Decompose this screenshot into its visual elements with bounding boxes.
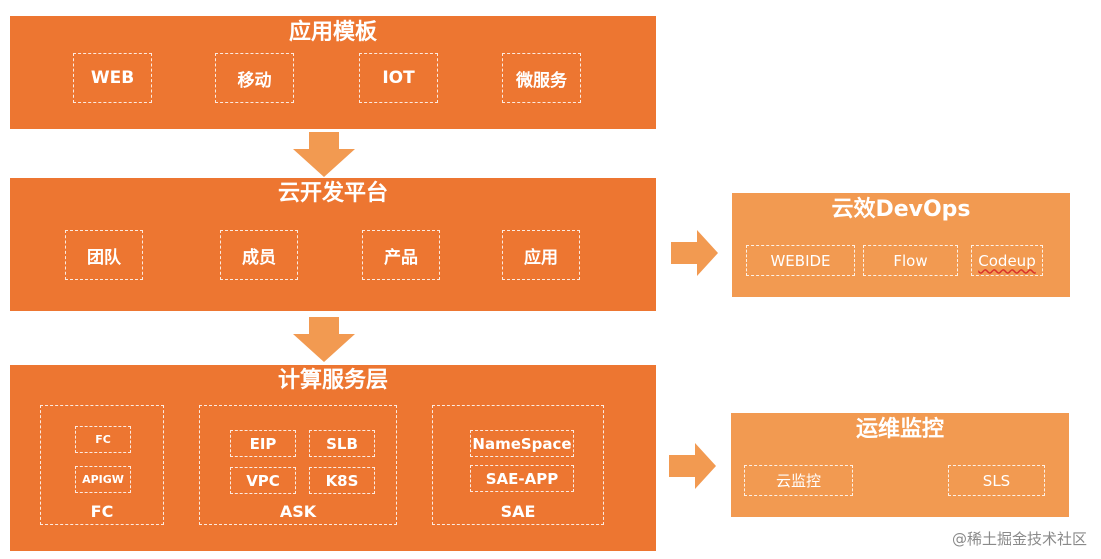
down-arrow-icon xyxy=(293,317,355,362)
devops-title: 云效DevOps xyxy=(831,197,971,222)
ops-item-cloud-monitor[interactable]: 云监控 xyxy=(744,465,853,496)
codeup-label: Codeup xyxy=(978,251,1036,270)
template-item-iot[interactable]: IOT xyxy=(359,53,438,103)
watermark: @稀土掘金技术社区 xyxy=(951,530,1087,548)
devops-item-codeup[interactable]: Codeup xyxy=(971,245,1043,276)
ask-group-label: ASK xyxy=(279,502,317,521)
sae-item-sae-app[interactable]: SAE-APP xyxy=(470,465,574,492)
platform-item-team[interactable]: 团队 xyxy=(65,230,143,280)
ask-group: EIP SLB VPC K8S ASK xyxy=(199,405,397,525)
fc-group: FC APIGW FC xyxy=(40,405,164,525)
ops-monitoring-panel: 运维监控 云监控 SLS xyxy=(731,413,1069,517)
fc-item-fc[interactable]: FC xyxy=(75,426,131,453)
template-item-microservice[interactable]: 微服务 xyxy=(502,53,581,103)
devops-panel: 云效DevOps WEBIDE Flow Codeup xyxy=(732,193,1070,297)
cloud-dev-platform-panel: 云开发平台 团队 成员 产品 应用 xyxy=(10,178,656,311)
devops-item-flow[interactable]: Flow xyxy=(863,245,958,276)
ops-monitoring-title: 运维监控 xyxy=(855,417,944,442)
down-arrow-icon xyxy=(293,132,355,177)
ask-item-vpc[interactable]: VPC xyxy=(230,467,296,494)
devops-item-webide[interactable]: WEBIDE xyxy=(746,245,855,276)
platform-item-application[interactable]: 应用 xyxy=(502,230,580,280)
template-item-mobile[interactable]: 移动 xyxy=(215,53,294,103)
sae-group-label: SAE xyxy=(500,502,536,521)
right-arrow-icon xyxy=(669,443,716,489)
fc-item-apigw[interactable]: APIGW xyxy=(75,466,131,493)
ask-item-slb[interactable]: SLB xyxy=(309,430,375,457)
sae-group: NameSpace SAE-APP SAE xyxy=(432,405,604,525)
compute-layer-panel: 计算服务层 FC APIGW FC EIP SLB VPC K8S ASK Na… xyxy=(10,365,656,551)
compute-layer-title: 计算服务层 xyxy=(277,368,388,393)
platform-item-member[interactable]: 成员 xyxy=(220,230,298,280)
ask-item-eip[interactable]: EIP xyxy=(230,430,296,457)
fc-group-label: FC xyxy=(90,502,114,521)
app-template-title: 应用模板 xyxy=(288,20,377,45)
ask-item-k8s[interactable]: K8S xyxy=(309,467,375,494)
platform-item-product[interactable]: 产品 xyxy=(362,230,440,280)
ops-item-sls[interactable]: SLS xyxy=(948,465,1045,496)
template-item-web[interactable]: WEB xyxy=(73,53,152,103)
sae-item-namespace[interactable]: NameSpace xyxy=(470,430,574,457)
cloud-dev-platform-title: 云开发平台 xyxy=(277,181,388,206)
right-arrow-icon xyxy=(671,230,718,276)
app-template-panel: 应用模板 WEB 移动 IOT 微服务 xyxy=(10,16,656,129)
